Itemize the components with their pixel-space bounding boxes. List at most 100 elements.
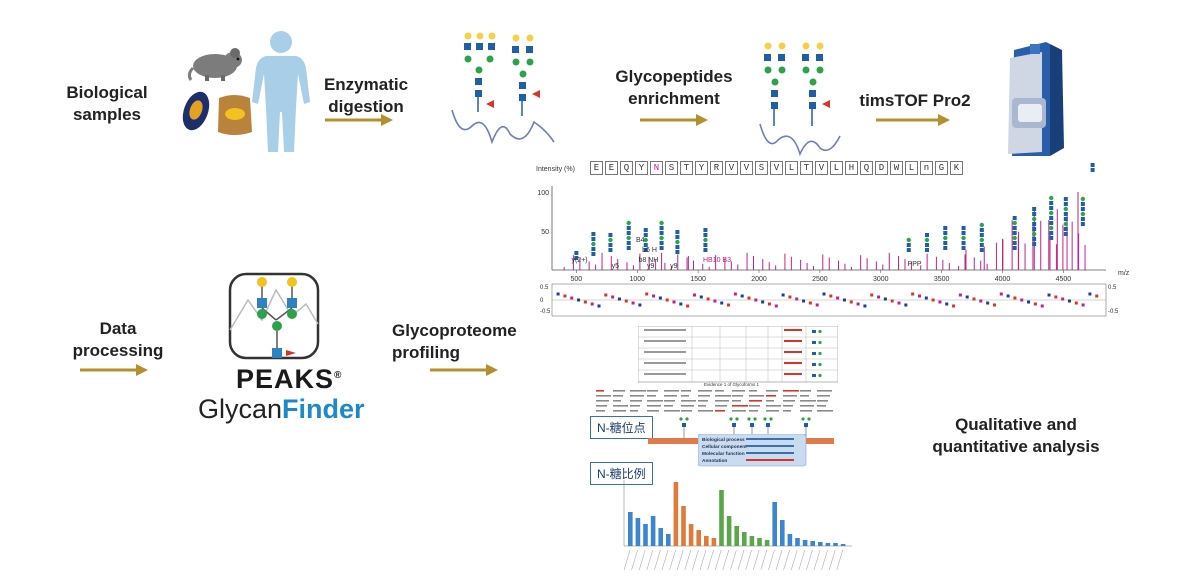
- label-n-glycan-ratio: N-糖比例: [590, 462, 653, 485]
- glycan-unit: [1063, 206, 1069, 212]
- site-glycan: [769, 417, 773, 421]
- error-point: [1027, 300, 1031, 304]
- ratio-bar: [666, 534, 671, 546]
- glycan-unit: [1090, 168, 1095, 172]
- error-point: [761, 300, 765, 304]
- report-panel: Evidence 1 of Glycoforms 1 N-糖位点 Biologi…: [586, 326, 886, 576]
- annotation-value: [746, 445, 794, 447]
- glycan-unit: [1012, 216, 1017, 220]
- error-point: [563, 294, 567, 298]
- ratio-bar: [825, 543, 831, 546]
- error-point: [658, 296, 662, 300]
- text-line: [596, 390, 604, 392]
- text-line: [817, 410, 833, 412]
- label-glycoproteome-profiling: Glycoproteome profiling: [392, 321, 517, 362]
- ratio-tick-label: [714, 549, 722, 571]
- glycan-unit: [703, 233, 708, 237]
- glycan-unit: [943, 235, 948, 241]
- error-point: [754, 298, 758, 302]
- glycan-unit: [1063, 221, 1069, 227]
- error-tick-label-right: 0.5: [1108, 285, 1117, 291]
- error-point: [617, 297, 621, 301]
- glycan-unit: [1032, 222, 1037, 226]
- table-cell-text: [644, 373, 686, 375]
- glycan-unit: [1090, 163, 1095, 167]
- sequence-residue: S: [755, 161, 768, 175]
- error-point: [911, 292, 915, 296]
- glycan-unit: [659, 220, 664, 226]
- glycanfinder-wordmark: GlycanFinder: [198, 394, 365, 424]
- error-point: [856, 302, 860, 306]
- glycan-unit: [675, 239, 680, 245]
- glycan-unit: [643, 233, 648, 237]
- sequence-residue: T: [680, 161, 693, 175]
- text-line: [664, 400, 675, 402]
- error-point: [556, 292, 560, 296]
- error-tick-label-right: -0.5: [1108, 309, 1119, 315]
- text-line: [783, 410, 791, 412]
- x-tick-label: 4000: [995, 276, 1011, 283]
- glycan-unit: [1012, 220, 1017, 226]
- glycan-unit: [659, 231, 664, 235]
- text-line: [783, 405, 793, 407]
- glycan-unit: [1012, 235, 1017, 241]
- peak-label: b6 H: [642, 247, 657, 254]
- ratio-bar: [650, 516, 656, 546]
- glycan-unit: [608, 243, 613, 247]
- text-line: [715, 395, 731, 397]
- error-point: [713, 299, 717, 303]
- text-line: [766, 405, 781, 407]
- glycan-unit: [925, 248, 930, 252]
- text-line: [613, 395, 623, 397]
- error-point: [740, 294, 744, 298]
- error-point: [972, 297, 976, 301]
- glycan-unit: [675, 235, 680, 239]
- annotation-line: Molecular function: [702, 451, 745, 457]
- error-point: [577, 298, 581, 302]
- glycan-unit: [961, 241, 966, 245]
- glycan-unit: [591, 232, 596, 236]
- site-glycan: [747, 417, 751, 421]
- text-line: [766, 400, 774, 402]
- text-line: [732, 410, 746, 412]
- text-line: [596, 405, 607, 407]
- site-glycan: [682, 423, 686, 427]
- ratio-bar: [749, 536, 755, 546]
- y-tick-label: 100: [537, 190, 549, 197]
- site-glycan: [735, 417, 739, 421]
- mouse-icon: [187, 48, 242, 81]
- error-point: [597, 304, 601, 308]
- error-point: [1040, 304, 1044, 308]
- ratio-tick-label: [730, 549, 737, 571]
- glycan-unit: [659, 241, 664, 245]
- site-glycan: [750, 423, 754, 427]
- glycan-unit: [979, 228, 984, 232]
- sequence-residue: V: [770, 161, 783, 175]
- ratio-tick-label: [684, 549, 692, 571]
- error-point: [665, 298, 669, 302]
- glycan-unit: [1012, 241, 1017, 245]
- ratio-tick-label: [631, 549, 638, 571]
- glycan-unit: [979, 237, 985, 243]
- glycan-unit: [943, 246, 948, 250]
- ratio-tick-label: [768, 549, 775, 571]
- error-point: [992, 303, 996, 307]
- sequence-residue: T: [800, 161, 813, 175]
- ratio-tick-label: [669, 549, 676, 571]
- glycan-unit: [608, 237, 613, 243]
- error-point: [1006, 294, 1010, 298]
- ratio-bar: [802, 540, 808, 546]
- text-line: [749, 395, 764, 397]
- x-tick-label: 1500: [690, 276, 706, 283]
- ratio-bar: [688, 524, 694, 546]
- x-tick-label: 3000: [873, 276, 889, 283]
- text-line: [698, 390, 712, 392]
- arrow-1: [325, 114, 393, 126]
- text-line: [732, 395, 743, 397]
- ratio-bar: [787, 534, 793, 546]
- text-line: [800, 410, 812, 412]
- sequence-residue: L: [785, 161, 798, 175]
